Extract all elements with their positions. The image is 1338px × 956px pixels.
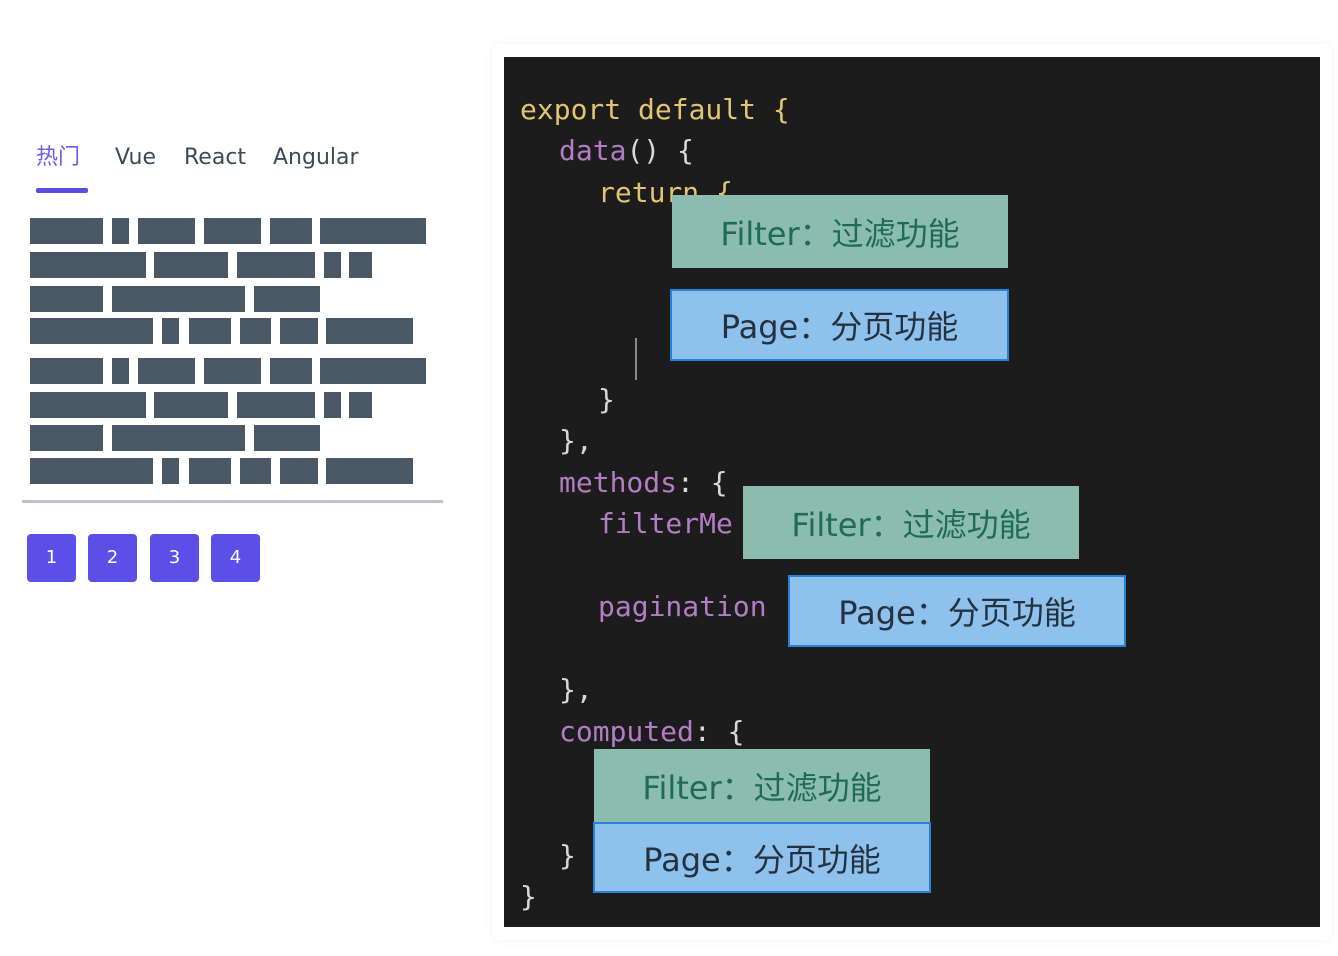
page-tag-data: Page：分页功能 — [670, 289, 1009, 361]
tab-angular[interactable]: Angular — [273, 145, 359, 170]
code-line-filter-method: filterMe — [598, 507, 733, 540]
placeholder-bar — [30, 218, 103, 244]
code-line-close-data: }, — [559, 424, 593, 457]
code-line-data: data() { — [559, 134, 694, 167]
placeholder-bar — [349, 392, 372, 418]
placeholder-bar — [30, 252, 146, 278]
code-line-methods: methods: { — [559, 466, 728, 499]
placeholder-bar — [138, 358, 195, 384]
page-tag-computed: Page：分页功能 — [593, 822, 931, 893]
page-button-3[interactable]: 3 — [150, 534, 199, 582]
placeholder-bar — [162, 318, 179, 344]
placeholder-bar — [254, 425, 320, 451]
page-button-1[interactable]: 1 — [27, 534, 76, 582]
text-cursor — [635, 338, 637, 380]
placeholder-bar — [204, 358, 261, 384]
placeholder-bar — [326, 318, 413, 344]
placeholder-bar — [112, 286, 245, 312]
placeholder-bar — [154, 252, 228, 278]
placeholder-bar — [237, 252, 315, 278]
code-line-close-methods: }, — [559, 673, 593, 706]
placeholder-bar — [237, 392, 315, 418]
placeholder-bar — [189, 318, 231, 344]
placeholder-bar — [270, 218, 312, 244]
placeholder-bar — [349, 252, 372, 278]
filter-tag-data: Filter：过滤功能 — [672, 195, 1008, 268]
placeholder-bar — [324, 252, 341, 278]
tab-hot[interactable]: 热门 — [36, 145, 81, 170]
placeholder-bar — [138, 218, 195, 244]
active-tab-indicator — [36, 188, 88, 193]
filter-tag-methods: Filter：过滤功能 — [743, 486, 1079, 559]
placeholder-bar — [324, 392, 341, 418]
placeholder-bar — [326, 458, 413, 484]
placeholder-bar — [154, 392, 228, 418]
filter-tag-computed: Filter：过滤功能 — [594, 749, 930, 822]
code-line-close-export: } — [520, 880, 537, 913]
placeholder-bar — [189, 458, 231, 484]
placeholder-bar — [112, 358, 129, 384]
code-line-pagination-method: pagination — [598, 590, 767, 623]
placeholder-bar — [30, 358, 103, 384]
code-line-close-computed: } — [559, 839, 576, 872]
code-line-computed: computed: { — [559, 715, 745, 748]
placeholder-bar — [30, 425, 103, 451]
placeholder-bar — [320, 218, 426, 244]
page-button-2[interactable]: 2 — [88, 534, 137, 582]
placeholder-bar — [112, 425, 245, 451]
placeholder-bar — [280, 318, 318, 344]
placeholder-bar — [30, 458, 153, 484]
code-line-close-return: } — [598, 383, 615, 416]
placeholder-bar — [30, 318, 153, 344]
list-divider — [22, 500, 443, 503]
placeholder-bar — [280, 458, 318, 484]
placeholder-bar — [204, 218, 261, 244]
placeholder-bar — [240, 458, 271, 484]
placeholder-bar — [240, 318, 271, 344]
placeholder-bar — [254, 286, 320, 312]
placeholder-bar — [30, 286, 103, 312]
tab-react[interactable]: React — [184, 145, 247, 170]
code-line-export: export default { — [520, 93, 790, 126]
placeholder-bar — [270, 358, 312, 384]
placeholder-bar — [30, 392, 146, 418]
placeholder-bar — [162, 458, 179, 484]
page-button-4[interactable]: 4 — [211, 534, 260, 582]
page-tag-methods: Page：分页功能 — [788, 575, 1126, 647]
placeholder-bar — [320, 358, 426, 384]
tab-vue[interactable]: Vue — [115, 145, 157, 170]
placeholder-bar — [112, 218, 129, 244]
